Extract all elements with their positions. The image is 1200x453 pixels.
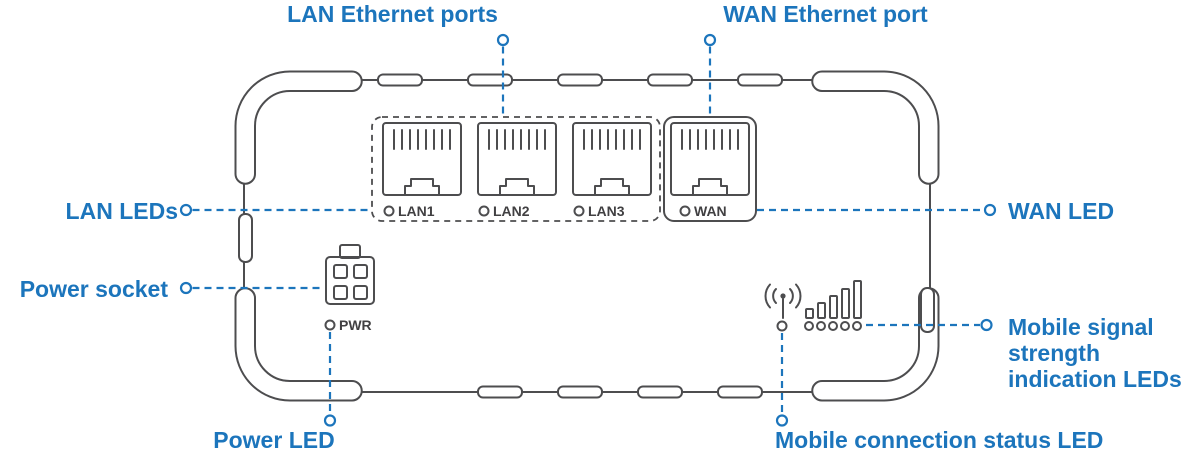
power-socket-pin [333,285,348,300]
port-outline [572,122,652,196]
power-socket-body [325,256,375,305]
power-socket-pin [353,264,368,279]
lan3-led [573,205,585,217]
port-wan [670,122,750,196]
callout-wan-led: WAN LED [1008,198,1115,224]
leader-lines [179,33,997,427]
corner-bumper-top-left [234,70,363,185]
port-pins [393,129,451,150]
antenna-wave [789,288,794,304]
power-led [324,319,336,331]
leader-dot-lan-leds [179,203,193,217]
leader-dot-power-led [323,414,337,427]
power-led-label: PWR [339,317,372,333]
port-pins [488,129,546,150]
lan1-led [383,205,395,217]
port-lan1 [382,122,462,196]
leader-dot-wan-led [983,203,997,217]
leader-dot-power-socket [179,281,193,295]
port-outline [670,122,750,196]
mobile-antenna-icon [764,283,802,319]
wan-led-label: WAN [694,203,727,219]
callout-mobile-signal-leds: Mobile signal strength indication LEDs [1008,314,1182,393]
power-socket-pin [353,285,368,300]
wan-led [679,205,691,217]
signal-strength-leds [804,321,862,331]
corner-bumper-bottom-left [234,287,363,402]
callout-wan-ethernet-port: WAN Ethernet port [723,1,928,27]
leader-dot-wan-port [703,33,717,47]
leader-dot-mobile-status [775,414,789,427]
antenna-dot [780,293,786,299]
antenna-wave [795,283,802,309]
lan2-led [478,205,490,217]
port-lan2 [477,122,557,196]
corner-bumper-top-right [811,70,940,185]
lan1-led-label: LAN1 [398,203,435,219]
lan3-led-label: LAN3 [588,203,625,219]
port-outline [382,122,462,196]
wan-port-group-outline [663,116,757,222]
port-pins [681,129,739,150]
port-latch [594,178,630,195]
router-body [234,70,940,402]
left-side-tab [238,213,253,263]
top-vent-slots [377,73,783,87]
leader-dot-mobile-signal [980,318,993,332]
antenna-wave [772,288,777,304]
right-side-tab [920,287,935,333]
port-latch [692,178,728,195]
lan2-led-label: LAN2 [493,203,530,219]
router-outline [243,79,931,393]
port-lan3 [572,122,652,196]
leader-dot-lan-ports [496,33,510,47]
callout-mobile-status-led: Mobile connection status LED [775,427,1104,453]
port-latch [404,178,440,195]
bottom-vent-slots [477,385,763,399]
port-pins [583,129,641,150]
callout-power-led: Power LED [213,427,335,453]
power-socket-pin [333,264,348,279]
callout-lan-ethernet-ports: LAN Ethernet ports [287,1,498,27]
port-latch [499,178,535,195]
port-led-row: LAN1 LAN2 LAN3 WAN [383,203,727,219]
callout-power-socket: Power socket [19,276,168,302]
callout-lan-leds: LAN LEDs [65,198,178,224]
port-outline [477,122,557,196]
antenna-wave [764,283,771,309]
power-socket: PWR [324,244,375,333]
signal-strength-bars [805,280,862,319]
mobile-status-led [776,320,788,332]
lan-ports-group-outline [371,116,661,222]
